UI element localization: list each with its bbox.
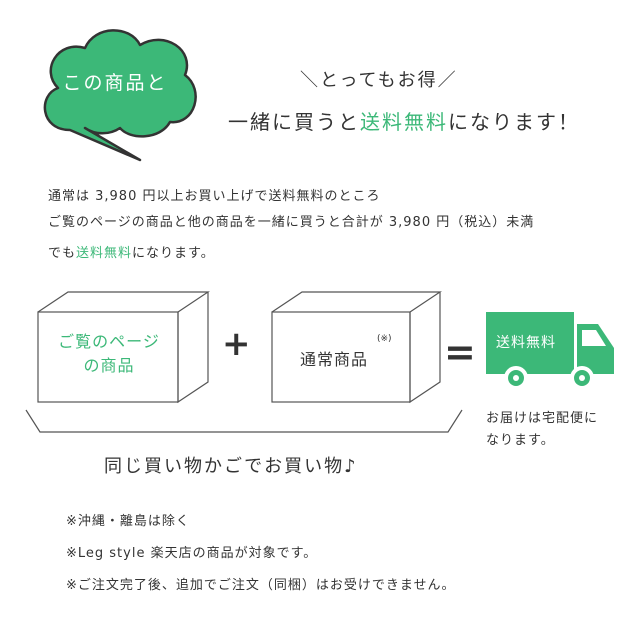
box2-label: 通常商品 <box>300 350 369 369</box>
delivery-note-line-1: お届けは宅配便に <box>486 411 599 426</box>
speech-cloud-icon <box>43 29 197 162</box>
note-item: ※沖縄・離島は除く <box>66 514 190 529</box>
box-icon <box>271 291 442 404</box>
delivery-truck-icon <box>486 312 614 390</box>
headline-post: になります！ <box>448 110 580 134</box>
truck-label: 送料無料 <box>496 335 556 351</box>
basket-caption: 同じ買い物かごでお買い物♪ <box>104 456 358 477</box>
plus-sign: + <box>222 324 251 364</box>
description-line3-highlight: 送料無料 <box>76 246 133 261</box>
box1-line-1: ご覧のページ <box>58 332 160 351</box>
delivery-note-line-2: なります。 <box>486 433 555 448</box>
headline-main: 一緒に買うと送料無料になります！ <box>228 106 580 135</box>
description-line-1: 通常は 3,980 円以上お買い上げで送料無料のところ <box>48 189 381 204</box>
equals-sign: = <box>444 330 476 374</box>
box1-label: ご覧のページ の商品 <box>40 330 178 378</box>
note-item: ※ご注文完了後、追加でご注文（同梱）はお受けできません。 <box>66 578 456 593</box>
box2-note-mark: (※) <box>377 334 392 344</box>
description-line3-post: になります。 <box>132 246 215 261</box>
description-line-2: ご覧のページの商品と他の商品を一緒に買うと合計が 3,980 円（税込）未満 <box>48 215 535 230</box>
note-item: ※Leg style 楽天店の商品が対象です。 <box>66 546 318 561</box>
basket-bracket <box>25 409 463 433</box>
box-icon <box>37 291 210 404</box>
headline-highlight: 送料無料 <box>360 110 448 134</box>
headline-pre: 一緒に買うと <box>228 110 360 134</box>
cloud-label: この商品と <box>62 72 168 94</box>
description-line3-pre: でも <box>48 246 77 261</box>
box1-line-2: の商品 <box>83 356 135 375</box>
description-line-3: でも送料無料になります。 <box>48 243 215 265</box>
headline-top: ＼とってもお得／ <box>300 70 458 91</box>
delivery-note: お届けは宅配便に なります。 <box>486 408 626 452</box>
